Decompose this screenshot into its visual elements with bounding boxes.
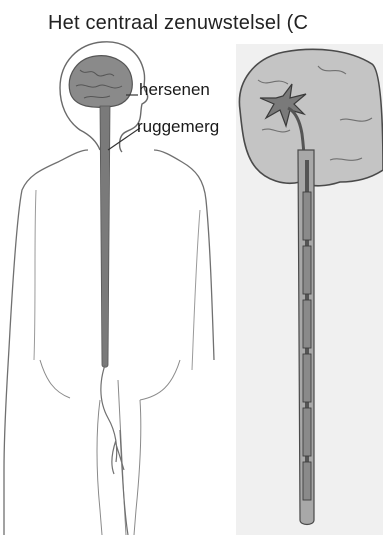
spinal-cord-left: [100, 106, 110, 367]
myelin-segments: [303, 192, 311, 500]
hip-outline: [40, 360, 180, 400]
leg-nerve: [101, 365, 128, 535]
leg-outline: [97, 380, 141, 535]
label-ruggemerg: ruggemerg: [137, 117, 219, 137]
brain-left: [69, 56, 132, 108]
arm-lines: [34, 190, 200, 370]
left-body-figure: [4, 42, 214, 535]
right-neuron-figure: [236, 44, 383, 535]
label-hersenen: hersenen: [139, 80, 210, 100]
